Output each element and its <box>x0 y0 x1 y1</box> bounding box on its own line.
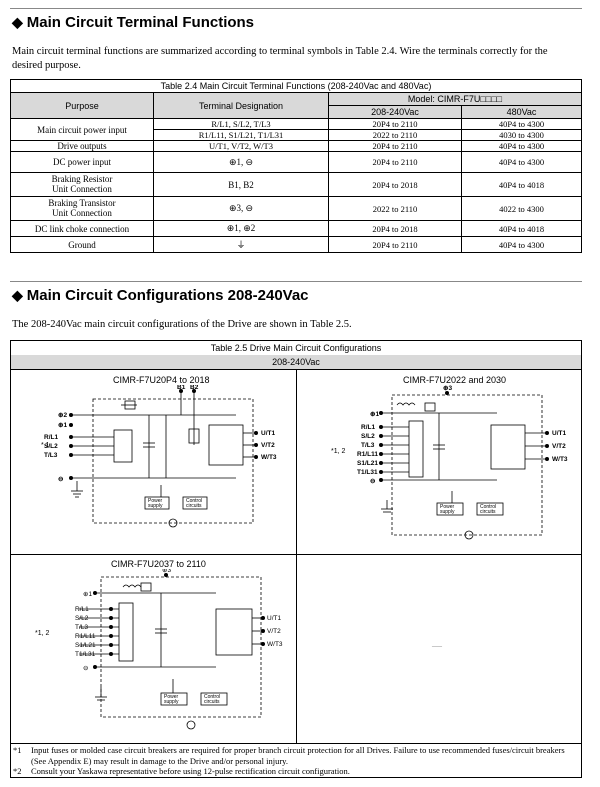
svg-text:B1: B1 <box>177 385 186 391</box>
diagram-title-1: CIMR-F7U20P4 to 2018 <box>113 375 210 385</box>
svg-text:T1/L31: T1/L31 <box>357 469 378 476</box>
svg-text:Control: Control <box>186 498 202 504</box>
table-row: Braking Resistor Unit Connection B1, B2 … <box>10 172 582 197</box>
svg-text:supply: supply <box>440 509 455 515</box>
svg-text:B2: B2 <box>190 385 199 391</box>
col-480: 480Vac <box>461 105 582 119</box>
table-row: Drive outputs U/T1, V/T2, W/T3 20P4 to 2… <box>10 140 582 152</box>
diamond-bullet-icon: ◆ <box>12 14 23 30</box>
circuit-diagram-2: ⊕3 ⊕1 R/L1 S/L2 T/L3 R1/L11 S1/L21 T1/L3… <box>331 385 568 540</box>
svg-text:T/L3: T/L3 <box>75 624 88 631</box>
svg-text:S/L2: S/L2 <box>44 443 58 450</box>
circuit-diagram-3: ⊕3 ⊕1 R/L1 S/L2 T/L3 R1/L11 S1/L21 T1/L3… <box>35 569 283 730</box>
svg-text:⊕3: ⊕3 <box>443 385 452 392</box>
table-row-purpose: Main circuit power input <box>10 118 154 141</box>
section-heading-terminal-functions: ◆Main Circuit Terminal Functions <box>12 14 255 31</box>
svg-text:S1/L21: S1/L21 <box>75 642 96 649</box>
svg-text:⊕3: ⊕3 <box>162 569 171 574</box>
svg-text:⊖: ⊖ <box>370 478 376 485</box>
svg-text:circuits: circuits <box>186 503 202 509</box>
table-row: Braking Transistor Unit Connection ⊕3, ⊖… <box>10 196 582 221</box>
svg-text:S1/L21: S1/L21 <box>357 460 378 467</box>
svg-text:supply: supply <box>164 699 179 705</box>
svg-text:S/L2: S/L2 <box>361 433 375 440</box>
col-purpose: Purpose <box>10 92 154 119</box>
svg-text:* 1: * 1 <box>41 442 50 449</box>
col-model: Model: CIMR-F7U□□□□ <box>328 92 582 106</box>
svg-text:U/T1: U/T1 <box>261 430 275 437</box>
svg-text:Control: Control <box>204 694 220 700</box>
table-row: DC link choke connection ⊕1, ⊕2 20P4 to … <box>10 220 582 237</box>
diamond-bullet-icon: ◆ <box>12 287 23 303</box>
svg-text:U/T1: U/T1 <box>552 430 566 437</box>
svg-text:W/T3: W/T3 <box>552 456 568 463</box>
svg-text:V/T2: V/T2 <box>267 628 281 635</box>
svg-text:T1/L31: T1/L31 <box>75 651 96 658</box>
svg-text:⊖: ⊖ <box>58 476 64 483</box>
config-paragraph: The 208-240Vac main circuit configuratio… <box>12 319 352 330</box>
svg-text:⊕1: ⊕1 <box>83 591 92 598</box>
svg-text:V/T2: V/T2 <box>261 442 275 449</box>
svg-text:⊕1: ⊕1 <box>58 422 67 429</box>
col-208: 208-240Vac <box>328 105 462 119</box>
ground-icon: ⏚ <box>153 236 329 253</box>
empty-cell-mark: — <box>432 641 442 652</box>
svg-text:R/L1: R/L1 <box>44 434 58 441</box>
svg-text:W/T3: W/T3 <box>267 641 283 648</box>
svg-text:V/T2: V/T2 <box>552 443 566 450</box>
table-2-5: Table 2.5 Drive Main Circuit Configurati… <box>10 340 582 778</box>
table-row: DC power input ⊕1, ⊖ 20P4 to 2110 40P4 t… <box>10 151 582 173</box>
diagram-title-3: CIMR-F7U2037 to 2110 <box>111 559 206 569</box>
circuit-diagram-1: B1 B2 ⊕2 ⊕1 R/L1 S/L2 T/L3 ⊖ U/T1 V/T2 W… <box>41 385 277 528</box>
svg-text:R/L1: R/L1 <box>361 424 375 431</box>
section-rule-mid <box>10 281 582 282</box>
svg-text:⊕1: ⊕1 <box>370 411 379 418</box>
svg-text:circuits: circuits <box>480 509 496 515</box>
table-caption: Table 2.5 Drive Main Circuit Configurati… <box>11 341 581 356</box>
svg-text:W/T3: W/T3 <box>261 454 277 461</box>
svg-text:U/T1: U/T1 <box>267 615 281 622</box>
svg-text:S/L2: S/L2 <box>75 615 89 622</box>
svg-text:T/L3: T/L3 <box>361 442 375 449</box>
section-heading-configurations: ◆Main Circuit Configurations 208-240Vac <box>12 287 309 304</box>
svg-text:Power: Power <box>164 694 179 700</box>
col-terminal: Terminal Designation <box>153 92 329 119</box>
svg-text:T/L3: T/L3 <box>44 452 58 459</box>
svg-text:Power: Power <box>148 498 163 504</box>
svg-text:⊖: ⊖ <box>83 665 89 672</box>
diagram-title-2: CIMR-F7U2022 and 2030 <box>403 375 507 385</box>
table-row: Ground ⏚ 20P4 to 2110 40P4 to 4300 <box>10 236 582 253</box>
svg-text:supply: supply <box>148 503 163 509</box>
svg-text:R1/L11: R1/L11 <box>75 633 96 640</box>
svg-text:⊕2: ⊕2 <box>58 412 67 419</box>
svg-text:*1, 2: *1, 2 <box>35 630 50 637</box>
svg-text:*1, 2: *1, 2 <box>331 448 346 455</box>
svg-text:Power: Power <box>440 504 455 510</box>
svg-text:R/L1: R/L1 <box>75 606 89 613</box>
section-rule-top <box>10 8 582 9</box>
intro-paragraph: Main circuit terminal functions are summ… <box>12 46 548 71</box>
svg-text:circuits: circuits <box>204 699 220 705</box>
table-caption: Table 2.4 Main Circuit Terminal Function… <box>10 79 582 93</box>
svg-text:Control: Control <box>480 504 496 510</box>
table-2-4: Table 2.4 Main Circuit Terminal Function… <box>10 79 582 253</box>
svg-text:R1/L11: R1/L11 <box>357 451 378 458</box>
table-subheader: 208-240Vac <box>11 355 581 370</box>
